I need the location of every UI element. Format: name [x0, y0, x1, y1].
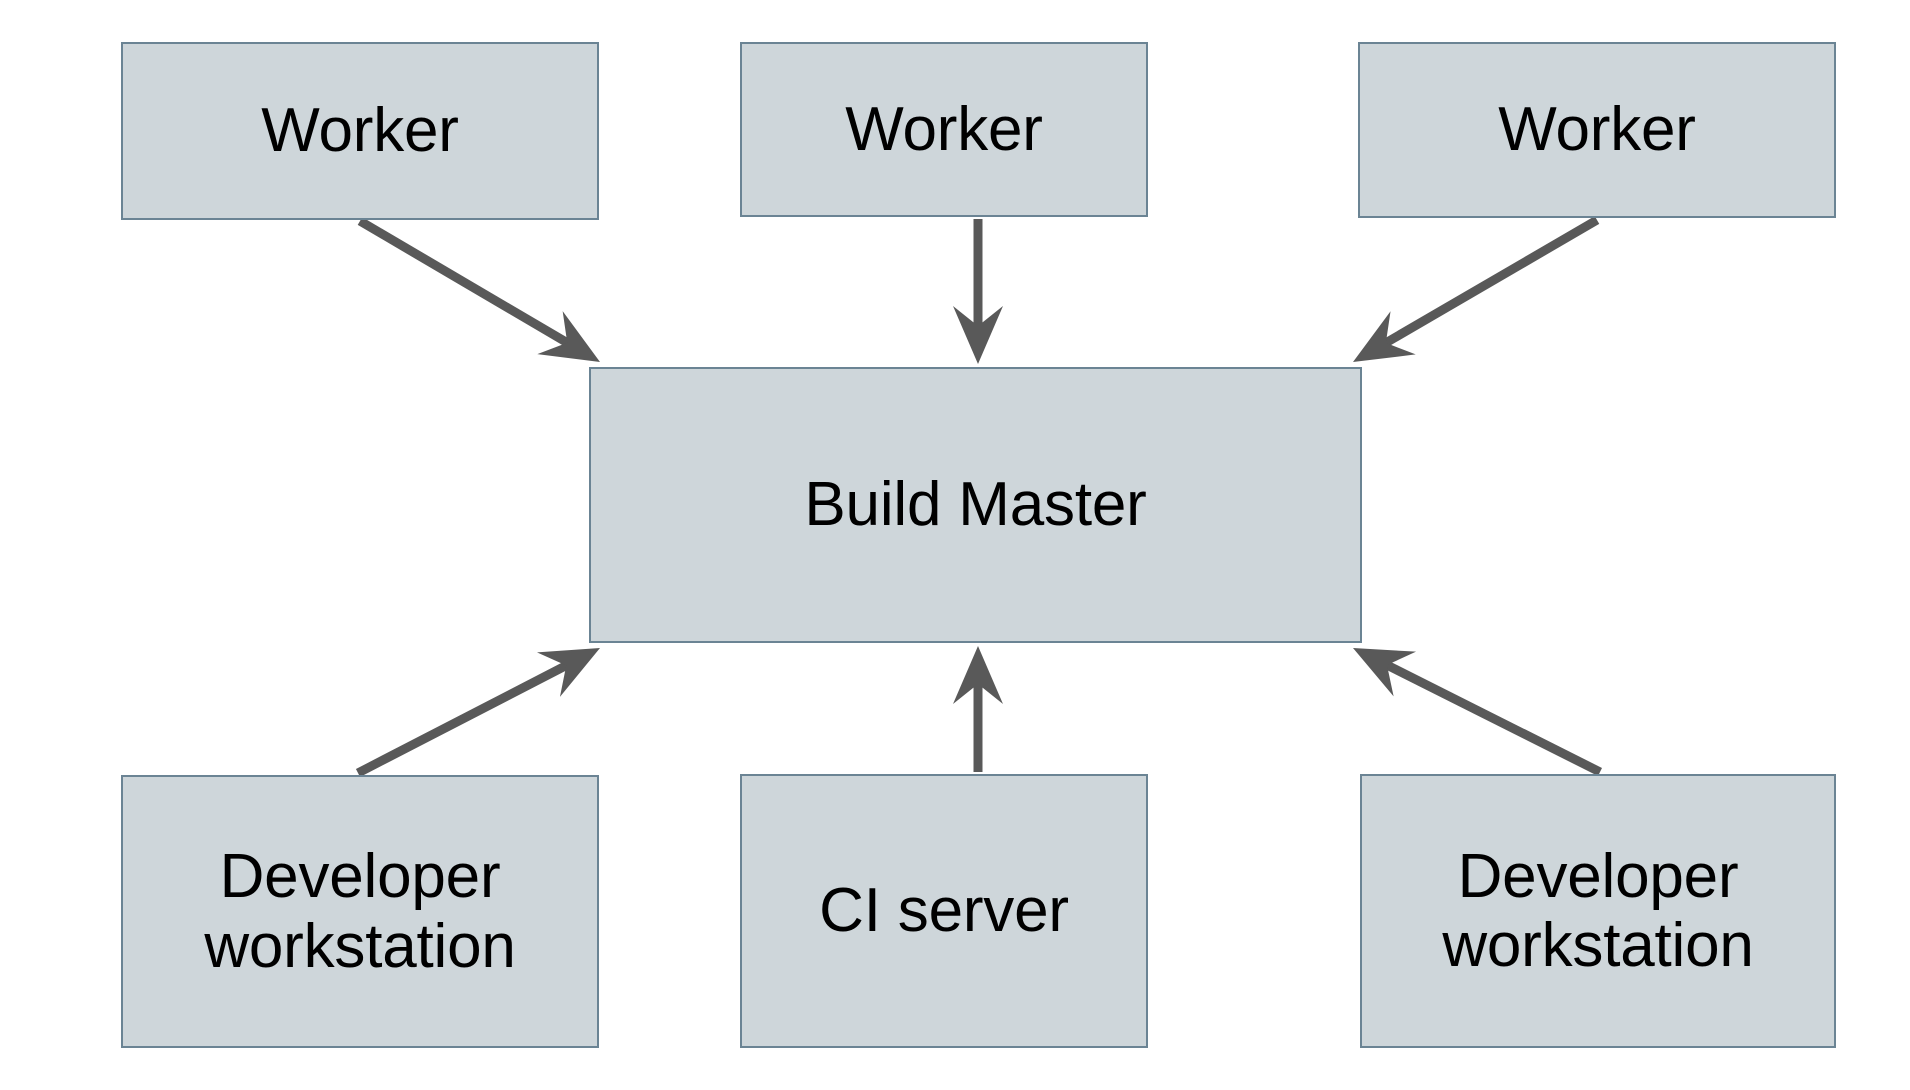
- edge-worker-right-to-build-master-arrowhead: [1353, 311, 1416, 362]
- edge-worker-left-to-build-master-shaft: [357, 217, 573, 349]
- node-developer-workstation-right[interactable]: Developer workstation: [1360, 774, 1836, 1048]
- edge-worker-right-to-build-master: [1353, 216, 1600, 362]
- node-ci-server[interactable]: CI server: [740, 774, 1148, 1048]
- node-worker-right-label: Worker: [1498, 95, 1696, 165]
- edge-worker-left-to-build-master-arrowhead: [537, 311, 600, 362]
- edge-developer-workstation-left-to-build-master-arrowhead: [536, 648, 600, 697]
- node-worker-center-label: Worker: [845, 94, 1043, 164]
- node-build-master-label: Build Master: [804, 470, 1147, 540]
- node-developer-workstation-left[interactable]: Developer workstation: [121, 775, 599, 1048]
- node-developer-workstation-left-label: Developer workstation: [204, 842, 516, 981]
- node-ci-server-label: CI server: [819, 876, 1069, 946]
- edge-worker-center-to-build-master: [953, 219, 1003, 364]
- edge-ci-server-to-build-master: [953, 646, 1003, 772]
- edge-developer-workstation-left-to-build-master-shaft: [355, 659, 572, 777]
- node-worker-right[interactable]: Worker: [1358, 42, 1836, 218]
- edge-ci-server-to-build-master-arrowhead: [953, 646, 1003, 704]
- node-worker-left-label: Worker: [261, 96, 459, 166]
- edge-developer-workstation-right-to-build-master: [1353, 648, 1603, 777]
- edge-developer-workstation-right-to-build-master-shaft: [1381, 659, 1603, 777]
- node-worker-left[interactable]: Worker: [121, 42, 599, 220]
- node-build-master[interactable]: Build Master: [589, 367, 1362, 643]
- edge-developer-workstation-left-to-build-master: [355, 648, 600, 777]
- edge-worker-left-to-build-master: [357, 217, 600, 362]
- edge-developer-workstation-right-to-build-master-arrowhead: [1353, 648, 1417, 697]
- edge-worker-right-to-build-master-shaft: [1380, 216, 1600, 349]
- node-worker-center[interactable]: Worker: [740, 42, 1148, 217]
- node-developer-workstation-right-label: Developer workstation: [1442, 841, 1754, 980]
- edge-worker-center-to-build-master-arrowhead: [953, 306, 1003, 364]
